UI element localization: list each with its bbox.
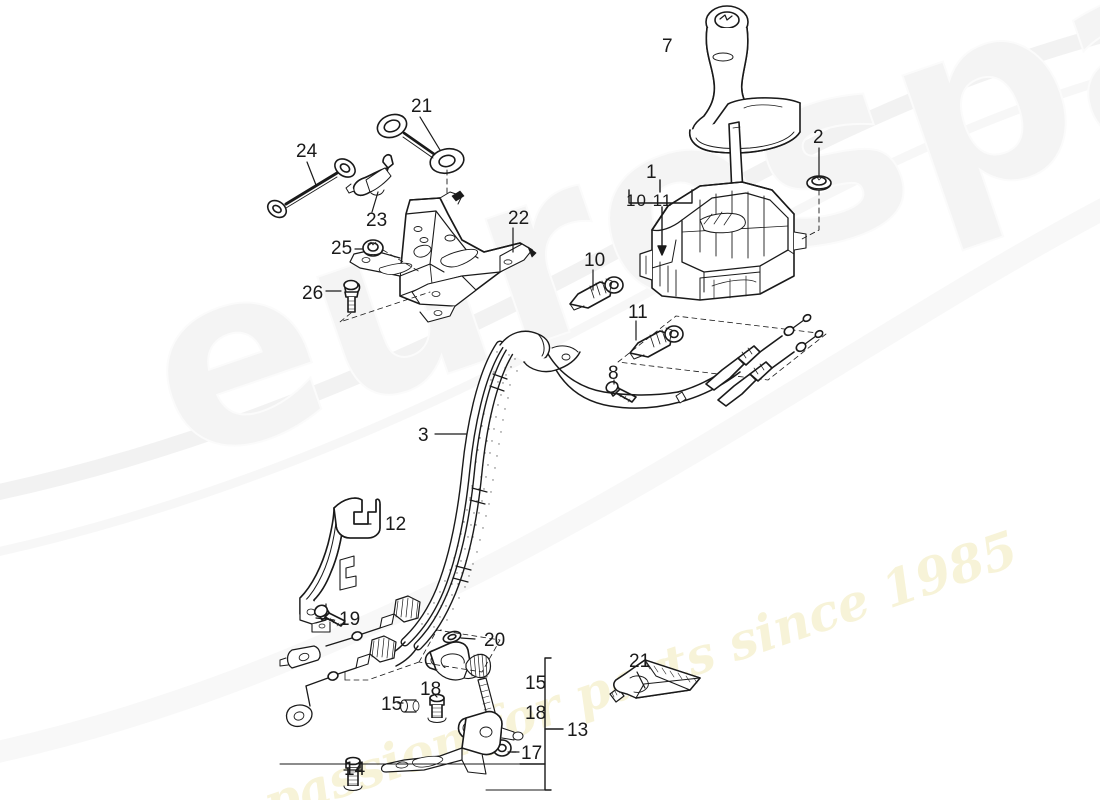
- part-13-lower-lever: [380, 710, 524, 775]
- callout-label-21b: 21: [629, 651, 651, 672]
- assembly-dashbox-11: [617, 315, 827, 381]
- cable-end-fitting-lower: [717, 329, 824, 407]
- lower-cable-run: [279, 595, 421, 728]
- callout-label-15b: 15: [381, 694, 403, 715]
- callout-label-2: 2: [813, 127, 824, 148]
- callout-bracket-1: [628, 179, 693, 256]
- part-2-grommet: [806, 175, 832, 191]
- assembly-dashline-2: [799, 189, 820, 241]
- callout-label-21a: 21: [411, 96, 433, 117]
- part-1-shift-housing: [639, 181, 807, 301]
- callout-label-20: 20: [484, 630, 506, 651]
- part-15-bushing: [400, 699, 420, 713]
- leader-18b: [433, 693, 438, 698]
- callout-label-13: 13: [567, 720, 589, 741]
- cable-end-fitting-upper: [705, 313, 812, 391]
- callout-bracket-13: [279, 657, 564, 791]
- callout-label-11: 11: [628, 302, 648, 323]
- callout-label-12: 12: [385, 514, 407, 535]
- leader-24: [306, 161, 317, 186]
- callout-label-15a: 15: [525, 673, 547, 694]
- part-25-bushing: [362, 239, 384, 257]
- leader-20: [460, 637, 476, 640]
- leader-19: [315, 617, 335, 621]
- callout-label-1: 1: [646, 162, 657, 183]
- callout-label-10: 10: [584, 250, 606, 271]
- part-23-shift-lever-arm: [345, 154, 394, 197]
- assembly-dashline-26: [339, 291, 431, 323]
- leader-21a: [419, 116, 441, 151]
- callout-label-7: 7: [662, 36, 673, 57]
- callout-label-19: 19: [339, 609, 361, 630]
- callout-label-17: 17: [521, 743, 543, 764]
- callout-label-25: 25: [331, 238, 353, 259]
- part-21-selector-rod-link: [376, 113, 465, 175]
- part-24-connecting-rod: [266, 158, 356, 219]
- callout-label-26: 26: [302, 283, 324, 304]
- part-21-grease-tube: [609, 659, 701, 703]
- part-26-hex-bolt: [343, 279, 361, 313]
- leader-21b: [636, 671, 646, 689]
- assembly-dashbox-13: [418, 629, 501, 673]
- part-3-shift-cables: [400, 313, 824, 651]
- callout-label-10-11: 10 11: [626, 191, 673, 210]
- leader-23: [371, 191, 379, 213]
- part-10-ball-pin: [569, 276, 624, 311]
- callout-label-24: 24: [296, 141, 318, 162]
- callout-label-3: 3: [418, 425, 429, 446]
- part-14-bolt: [343, 756, 363, 791]
- callout-label-18a: 18: [525, 703, 547, 724]
- part-11-ball-pin: [629, 325, 684, 360]
- part-19-bolt: [313, 604, 346, 627]
- part-18-bolt: [427, 693, 447, 723]
- callout-label-23: 23: [366, 210, 388, 231]
- callout-label-22: 22: [508, 208, 530, 229]
- part-7-gear-shift-knob: [688, 5, 801, 154]
- callout-label-8: 8: [608, 363, 619, 384]
- assembly-dashline-25: [382, 249, 421, 273]
- callout-label-18b: 18: [420, 679, 442, 700]
- part-13-upper-lever: [424, 641, 492, 681]
- callout-label-14: 14: [344, 759, 366, 780]
